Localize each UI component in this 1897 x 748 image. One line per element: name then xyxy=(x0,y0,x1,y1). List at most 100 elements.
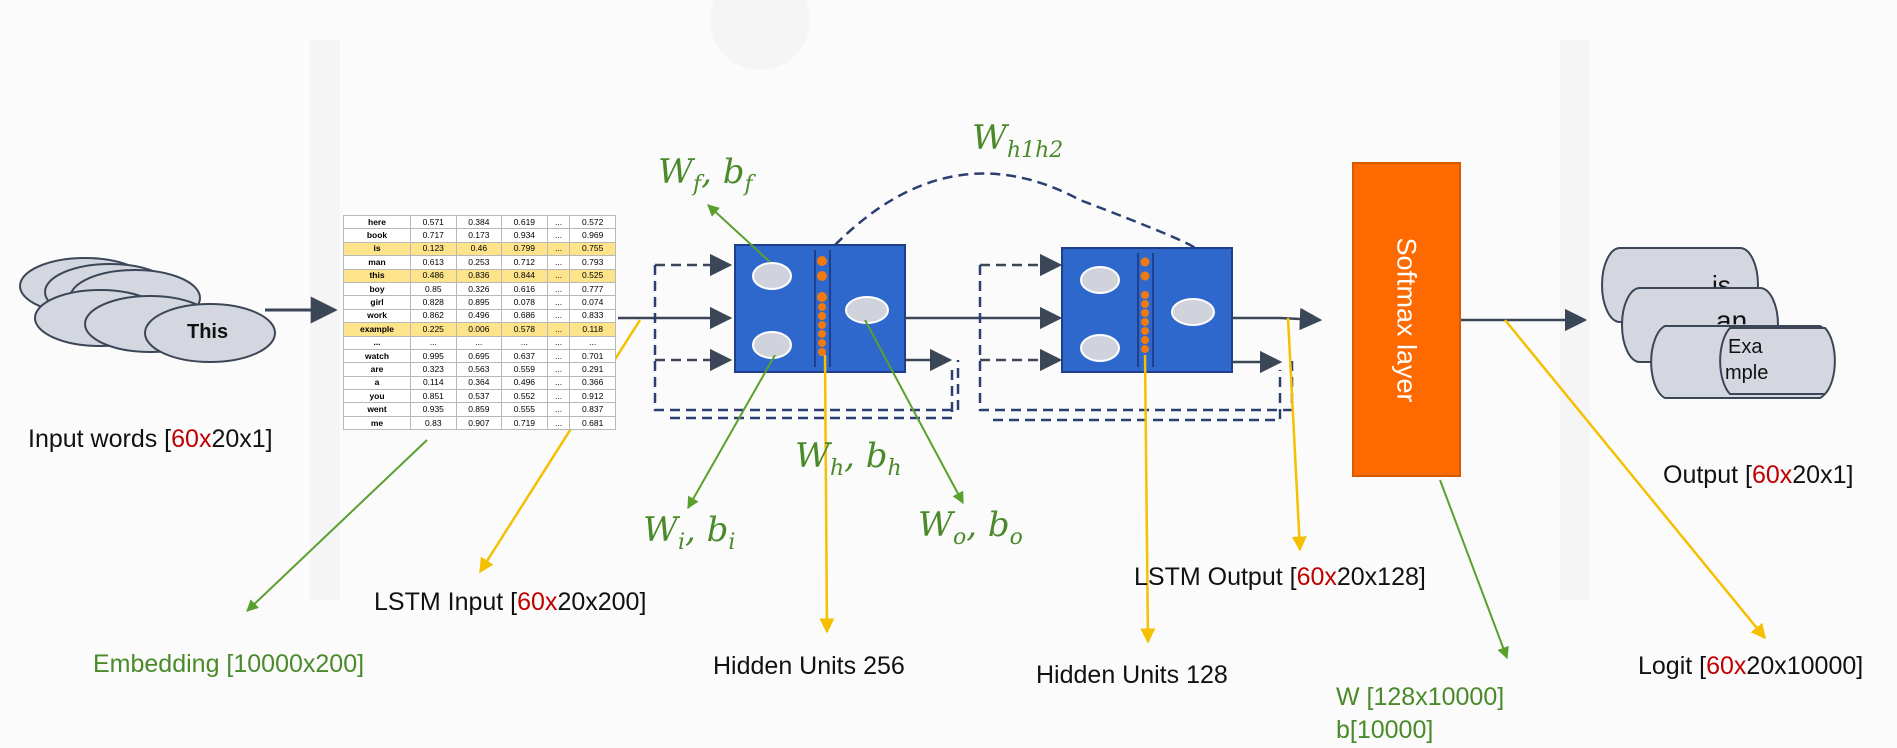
table-cell-v3: 0.552 xyxy=(501,389,548,404)
table-cell-word: watch xyxy=(343,348,411,364)
table-cell-v3: ... xyxy=(501,335,548,350)
table-cell-word: you xyxy=(343,389,411,404)
hidden-units-256-label: Hidden Units 256 xyxy=(713,652,905,680)
table-cell-v1: 0.85 xyxy=(410,281,457,297)
table-cell-v2: 0.364 xyxy=(455,375,503,391)
table-cell-word: book xyxy=(343,228,411,243)
table-cell-v4: 0.291 xyxy=(569,362,616,377)
table-cell-dots: ... xyxy=(546,415,571,431)
table-cell-dots: ... xyxy=(546,214,571,230)
table-cell-word: ... xyxy=(343,335,411,350)
table-cell-dots: ... xyxy=(546,348,571,364)
table-cell-v4: 0.777 xyxy=(569,281,616,297)
table-cell-v2: 0.907 xyxy=(455,415,503,431)
wi-bi-label: Wi, bi xyxy=(643,510,736,555)
input-words-label: Input words [60x20x1] xyxy=(28,425,273,453)
table-cell-v2: ... xyxy=(455,335,503,350)
table-cell-v4: 0.833 xyxy=(569,308,616,324)
table-cell-v2: 0.253 xyxy=(455,255,503,270)
table-cell-dots: ... xyxy=(546,335,571,350)
output-word-exa: Exa xyxy=(1728,336,1763,358)
output-label: Output [60x20x1] xyxy=(1663,461,1854,489)
table-cell-v4: 0.525 xyxy=(569,268,616,283)
table-cell-v4: 0.572 xyxy=(569,214,616,230)
table-cell-v3: 0.719 xyxy=(501,415,548,431)
lstm-cell-1 xyxy=(734,244,906,373)
table-cell-v3: 0.555 xyxy=(501,402,548,417)
table-cell-dots: ... xyxy=(546,362,571,377)
table-cell-v1: 0.323 xyxy=(410,362,457,377)
table-cell-word: are xyxy=(343,362,411,377)
table-cell-v4: ... xyxy=(569,335,616,350)
table-cell-v1: 0.935 xyxy=(410,402,457,417)
table-cell-v4: 0.837 xyxy=(569,402,616,417)
table-cell-v4: 0.701 xyxy=(569,348,616,364)
table-cell-v2: 0.563 xyxy=(455,362,503,377)
table-cell-v4: 0.912 xyxy=(569,389,616,404)
table-cell-v4: 0.793 xyxy=(569,255,616,270)
table-cell-v1: 0.571 xyxy=(410,214,457,230)
table-cell-v3: 0.686 xyxy=(501,308,548,324)
table-cell-word: went xyxy=(343,402,411,417)
table-cell-v2: 0.859 xyxy=(455,402,503,417)
lstm-cell-2 xyxy=(1061,247,1233,373)
table-cell-v1: ... xyxy=(410,335,457,350)
table-cell-dots: ... xyxy=(546,281,571,297)
table-row: .................. xyxy=(343,335,616,350)
table-cell-v3: 0.559 xyxy=(501,362,548,377)
table-cell-v1: 0.613 xyxy=(410,255,457,270)
wo-bo-label: Wo, bo xyxy=(918,505,1023,550)
lstm-input-label: LSTM Input [60x20x200] xyxy=(374,588,647,616)
table-cell-v3: 0.616 xyxy=(501,281,548,297)
table-cell-word: here xyxy=(343,214,411,230)
table-cell-v2: 0.326 xyxy=(455,281,503,297)
table-cell-v3: 0.619 xyxy=(501,214,548,230)
table-cell-dots: ... xyxy=(546,402,571,417)
table-cell-v2: 0.695 xyxy=(455,348,503,364)
wh-bh-label: Wh, bh xyxy=(795,436,902,481)
hidden-units-128-label: Hidden Units 128 xyxy=(1036,661,1228,689)
table-cell-word: example xyxy=(343,322,411,337)
table-cell-word: a xyxy=(343,375,411,391)
table-cell-dots: ... xyxy=(546,241,571,257)
table-cell-v2: 0.006 xyxy=(455,322,503,337)
table-cell-v4: 0.755 xyxy=(569,241,616,257)
input-words-stack xyxy=(19,257,276,363)
table-cell-v2: 0.46 xyxy=(455,241,503,257)
table-cell-v2: 0.836 xyxy=(455,268,503,283)
output-word-an: an xyxy=(1716,305,1748,336)
table-cell-v3: 0.799 xyxy=(501,241,548,257)
table-cell-v3: 0.844 xyxy=(501,268,548,283)
table-cell-v4: 0.969 xyxy=(569,228,616,243)
table-cell-dots: ... xyxy=(546,228,571,243)
table-cell-v4: 0.118 xyxy=(569,322,616,337)
table-cell-v4: 0.681 xyxy=(569,415,616,431)
table-cell-word: is xyxy=(343,241,411,257)
table-cell-v1: 0.862 xyxy=(410,308,457,324)
softmax-layer xyxy=(1352,162,1461,477)
table-cell-dots: ... xyxy=(546,375,571,391)
table-cell-word: me xyxy=(343,415,411,431)
table-cell-word: boy xyxy=(343,281,411,297)
table-cell-v2: 0.384 xyxy=(455,214,503,230)
table-cell-dots: ... xyxy=(546,389,571,404)
lstm-output-label: LSTM Output [60x20x128] xyxy=(1134,563,1426,591)
table-cell-v3: 0.637 xyxy=(501,348,548,364)
table-cell-v3: 0.712 xyxy=(501,255,548,270)
table-cell-v2: 0.537 xyxy=(455,389,503,404)
table-cell-v3: 0.078 xyxy=(501,295,548,310)
wf-bf-label: Wf, bf xyxy=(658,152,753,197)
table-cell-dots: ... xyxy=(546,255,571,270)
table-cell-v1: 0.225 xyxy=(410,322,457,337)
table-cell-v1: 0.851 xyxy=(410,389,457,404)
